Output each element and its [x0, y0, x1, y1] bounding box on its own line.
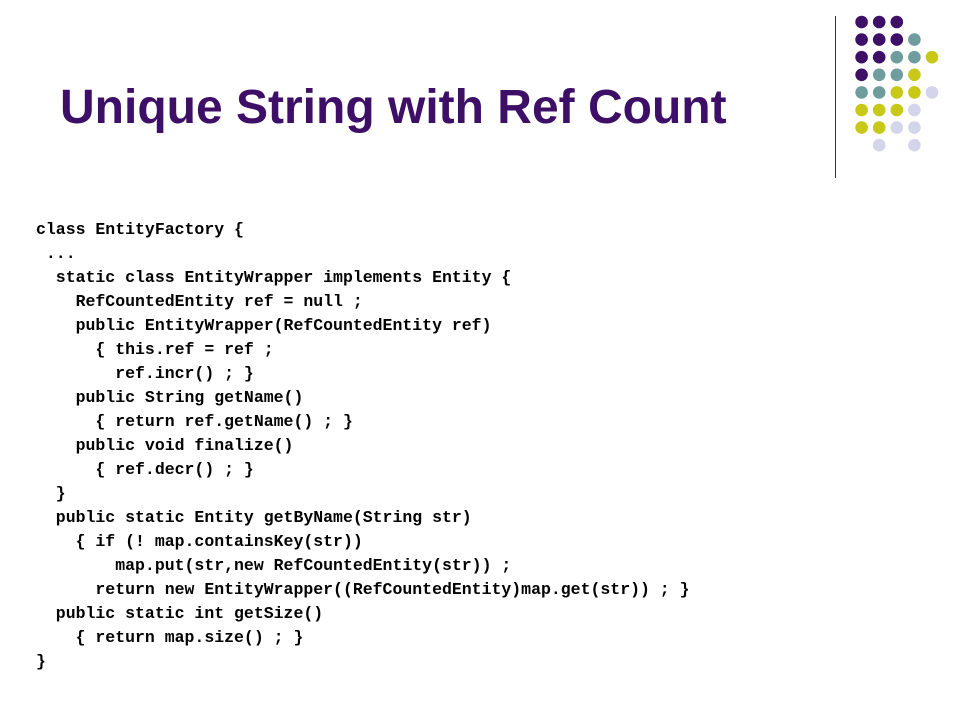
- decorative-dot: [872, 138, 886, 152]
- decorative-dot: [890, 33, 904, 46]
- slide-title: Unique String with Ref Count: [60, 81, 727, 134]
- code-line: public void finalize(): [36, 436, 294, 455]
- decorative-dot: [872, 121, 886, 134]
- decorative-dot: [890, 15, 904, 29]
- code-line: public EntityWrapper(RefCountedEntity re…: [36, 316, 492, 335]
- decorative-dot: [908, 86, 921, 99]
- decorative-dot: [908, 138, 921, 152]
- decorative-dot: [855, 68, 868, 82]
- decorative-dot: [890, 50, 904, 64]
- decorative-dot: [872, 86, 886, 99]
- decorative-dot: [890, 121, 904, 134]
- decorative-dot: [855, 15, 868, 29]
- code-line: { if (! map.containsKey(str)): [36, 532, 363, 551]
- decorative-dot: [855, 33, 868, 46]
- code-line: }: [36, 484, 66, 503]
- code-line: public static Entity getByName(String st…: [36, 508, 472, 527]
- code-line: map.put(str,new RefCountedEntity(str)) ;: [36, 556, 512, 575]
- decorative-dot: [855, 121, 868, 134]
- code-line: public String getName(): [36, 388, 304, 407]
- decorative-dot: [908, 103, 921, 117]
- decorative-dot: [908, 50, 921, 64]
- decorative-dot: [855, 103, 868, 117]
- code-line: ref.incr() ; }: [36, 364, 254, 383]
- code-line: return new EntityWrapper((RefCountedEnti…: [36, 580, 690, 599]
- code-line: { ref.decr() ; }: [36, 460, 254, 479]
- code-line: ...: [36, 244, 76, 263]
- decorative-divider: [835, 16, 836, 178]
- code-line: class EntityFactory {: [36, 220, 244, 239]
- decorative-dot: [872, 50, 886, 64]
- code-line: public static int getSize(): [36, 604, 324, 623]
- code-line: { this.ref = ref ;: [36, 340, 274, 359]
- decorative-dot: [908, 33, 921, 46]
- decorative-dot-grid: [855, 15, 939, 152]
- code-line: static class EntityWrapper implements En…: [36, 268, 512, 287]
- code-line: RefCountedEntity ref = null ;: [36, 292, 363, 311]
- decorative-dot: [925, 50, 939, 64]
- decorative-dot: [890, 103, 904, 117]
- code-line: }: [36, 652, 46, 671]
- decorative-dot: [872, 68, 886, 82]
- decorative-dot: [890, 86, 904, 99]
- code-line: { return ref.getName() ; }: [36, 412, 353, 431]
- decorative-dot: [855, 86, 868, 99]
- code-block: class EntityFactory { ... static class E…: [36, 218, 690, 674]
- code-line: { return map.size() ; }: [36, 628, 304, 647]
- decorative-dot: [872, 15, 886, 29]
- decorative-dot: [908, 68, 921, 82]
- decorative-dot: [908, 121, 921, 134]
- decorative-dot: [855, 50, 868, 64]
- decorative-dot: [872, 33, 886, 46]
- decorative-dot: [890, 68, 904, 82]
- decorative-dot: [872, 103, 886, 117]
- decorative-dot: [925, 86, 939, 99]
